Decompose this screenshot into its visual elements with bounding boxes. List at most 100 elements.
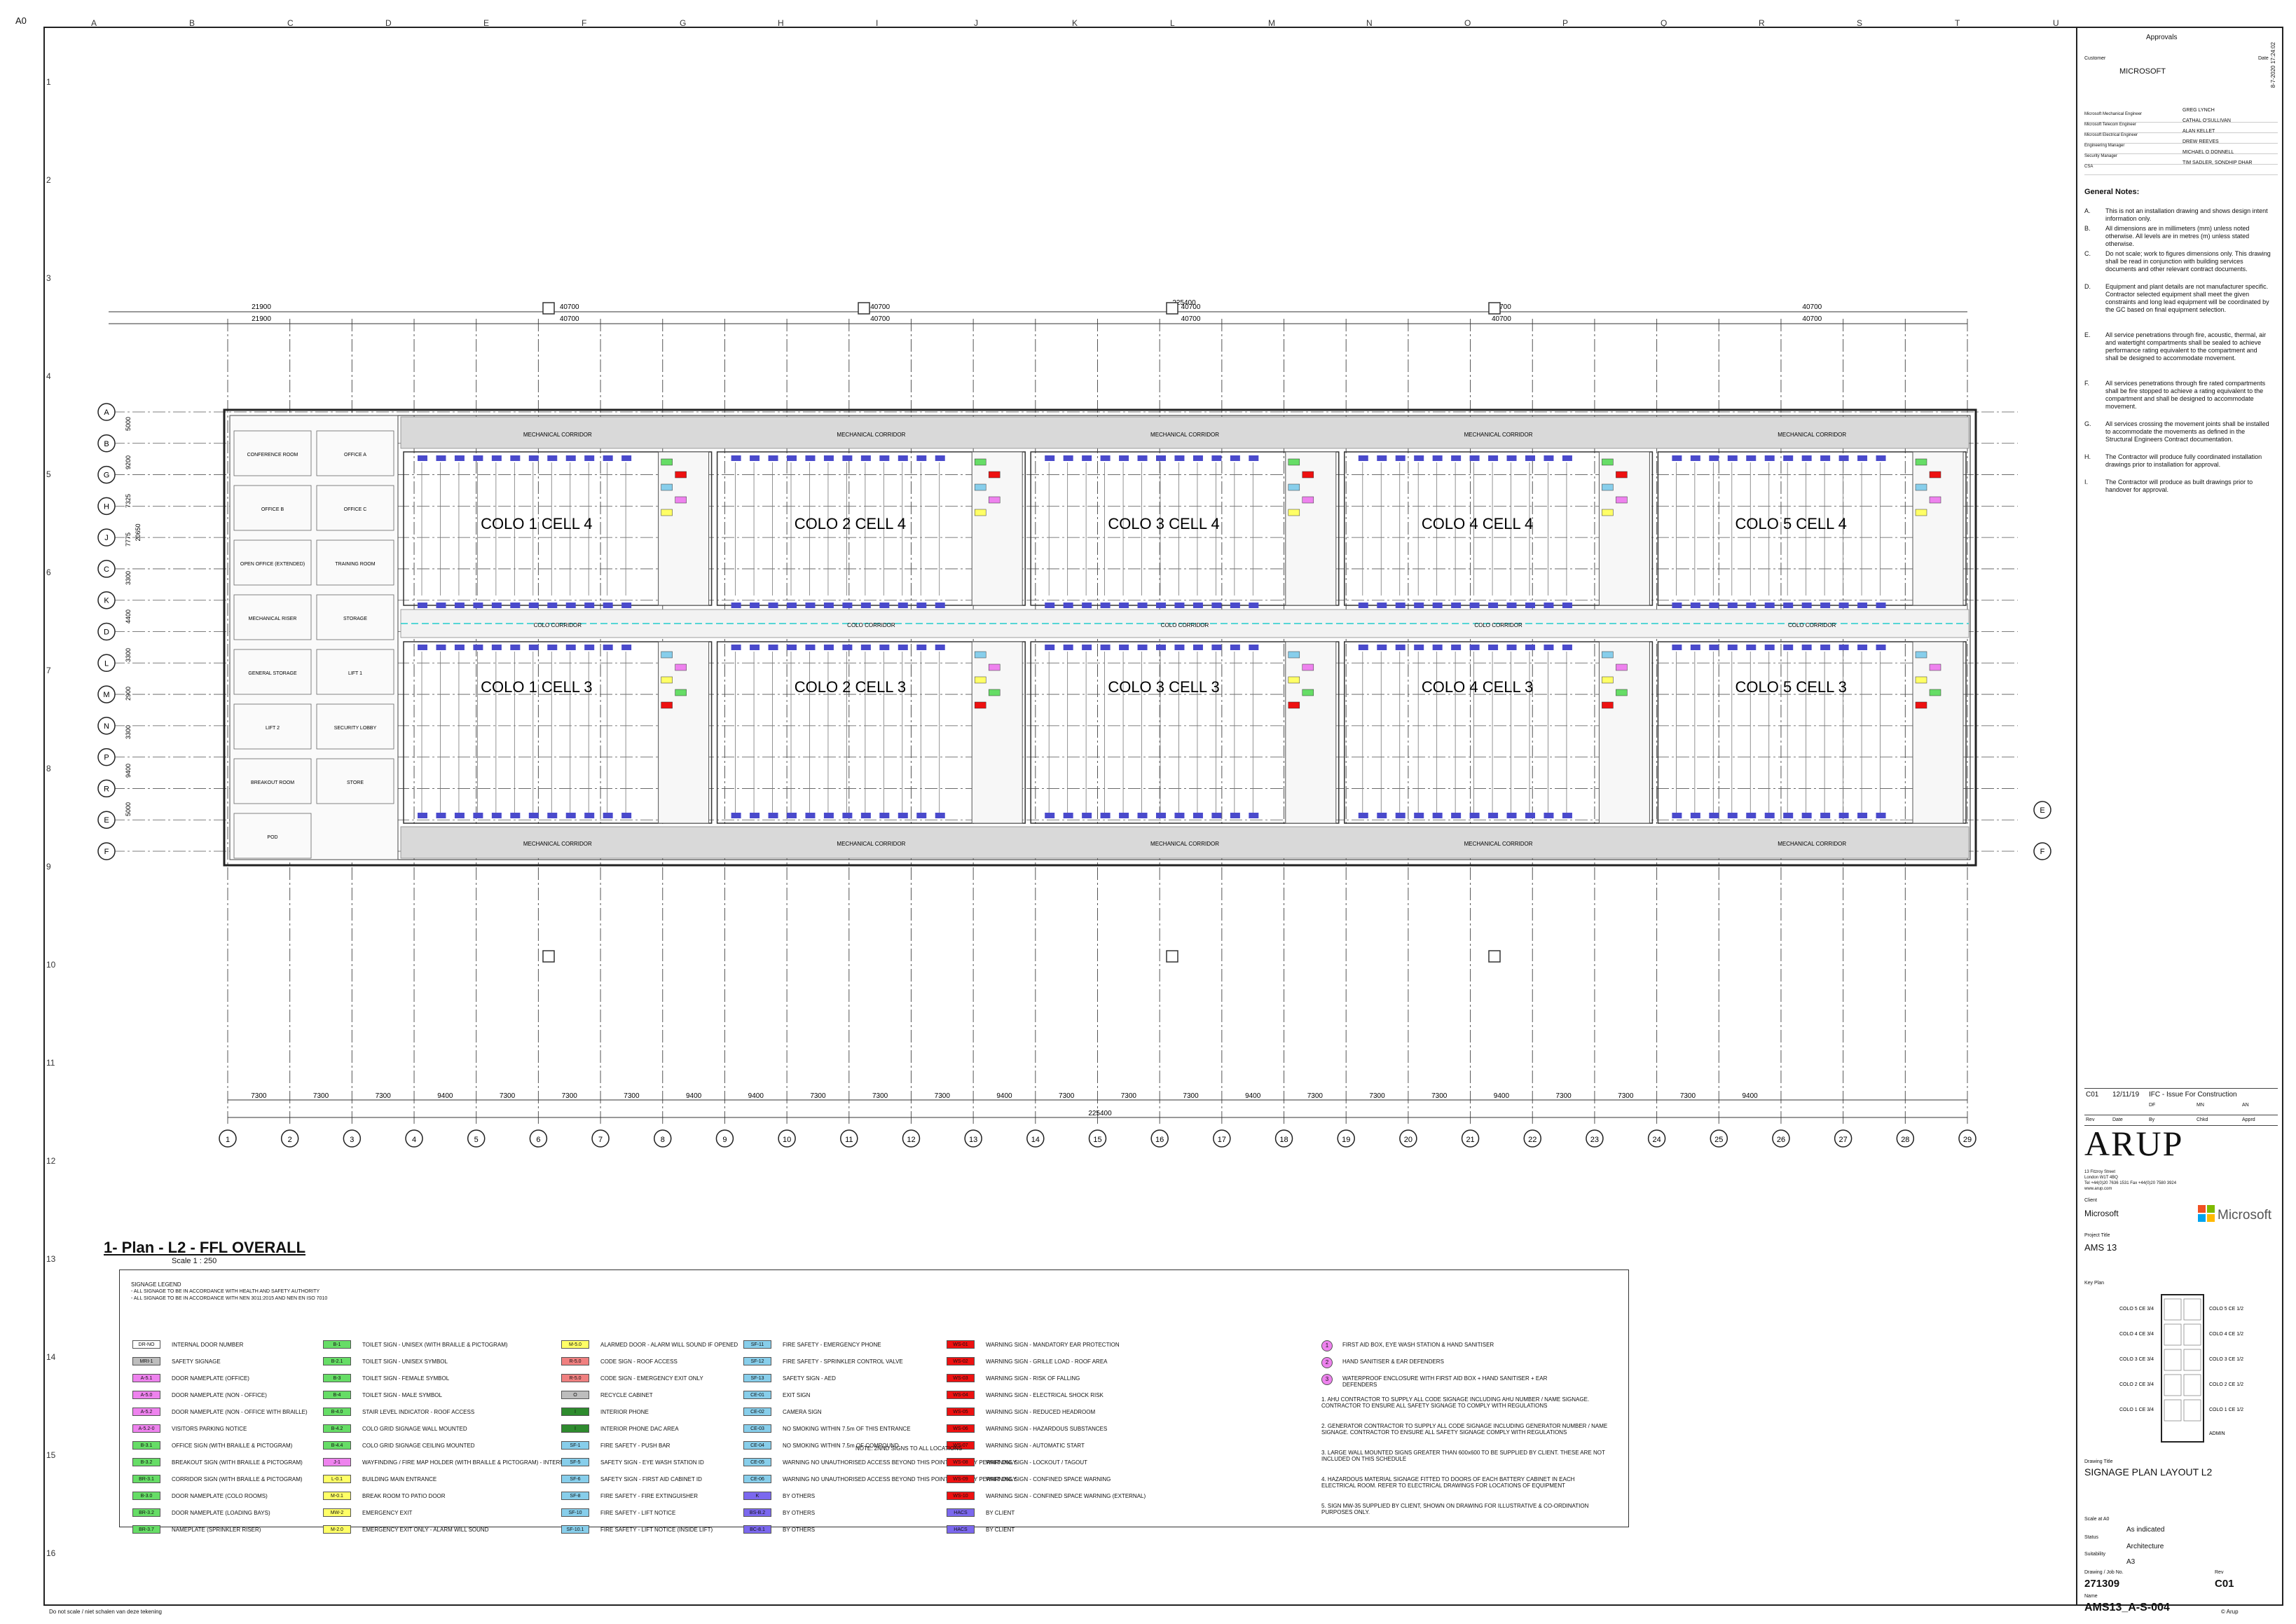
row-dimension: 4400 <box>125 610 132 624</box>
rack-sign-top <box>1820 455 1831 461</box>
rack-sign-top <box>1082 455 1092 461</box>
top-dimension: 40700 <box>1802 315 1822 323</box>
general-note-text: This is not an installation drawing and … <box>2105 207 2268 222</box>
legend-label: DOOR NAMEPLATE (OFFICE) <box>172 1375 249 1382</box>
admin-room-label: LIFT 2 <box>266 726 280 731</box>
sheet-row-number: 13 <box>46 1254 56 1264</box>
rack-sign <box>1451 645 1462 650</box>
legend-label: CAMERA SIGN <box>783 1409 822 1415</box>
rack-sign <box>1082 603 1092 608</box>
sign-marker <box>675 663 687 671</box>
legend-swatch: B-4.2 <box>323 1424 351 1433</box>
bottom-dimension: 9400 <box>1742 1092 1759 1100</box>
rack-sign <box>491 603 502 608</box>
rack-sign <box>584 645 595 650</box>
legend-label: WARNING SIGN - LOCKOUT / TAGOUT <box>986 1459 1088 1466</box>
grid-row-bubble <box>97 717 116 735</box>
revision-header: Chkd <box>2197 1117 2208 1122</box>
grid-row-bubble <box>97 779 116 798</box>
key-plan-admin-label: ADMIN <box>2209 1431 2225 1436</box>
rack-sign-bottom <box>823 813 834 818</box>
rack-sign <box>1801 603 1812 608</box>
sheet-row-number: 11 <box>46 1058 55 1068</box>
admin-room-label: BREAKOUT ROOM <box>251 780 294 785</box>
name-label: Name <box>2084 1594 2098 1599</box>
sheet-row-number: 10 <box>46 960 56 970</box>
rack-sign <box>510 603 521 608</box>
key-plan-label-left: COLO 4 CE 3/4 <box>2119 1332 2154 1337</box>
legend-swatch: SF-11 <box>743 1340 771 1349</box>
grid-column-label: 22 <box>1528 1136 1537 1144</box>
bottom-dimension: 7300 <box>810 1092 826 1100</box>
rack-sign-bottom <box>1414 813 1424 818</box>
admin-room-label: LIFT 1 <box>348 671 362 676</box>
row-dimension: 7775 <box>125 532 132 546</box>
grid-column-bubble <box>1399 1129 1417 1148</box>
legend-numbered-note: 4. HAZARDOUS MATERIAL SIGNAGE FITTED TO … <box>1321 1476 1575 1489</box>
grid-column-bubble <box>902 1129 921 1148</box>
admin-room <box>233 703 312 750</box>
rack-sign-top <box>1746 455 1757 461</box>
legend-swatch: CE-03 <box>743 1424 771 1433</box>
legend-label: BY OTHERS <box>783 1510 816 1516</box>
grid-row-bubble-right <box>2033 801 2051 819</box>
rack-sign <box>842 603 853 608</box>
rack-sign <box>565 603 576 608</box>
grid-column-label: 8 <box>661 1136 665 1144</box>
structural-column-marker <box>1166 302 1178 315</box>
title-block: Approvals Customer Date MICROSOFT Micros… <box>2076 27 2283 1613</box>
legend-swatch: B-1 <box>323 1340 351 1349</box>
legend-swatch: WS-06 <box>947 1424 975 1433</box>
legend-swatch: J-1 <box>323 1458 351 1466</box>
rack-sign-top <box>528 455 539 461</box>
mechanical-corridor-label: MECHANICAL CORRIDOR <box>1150 432 1219 438</box>
mechanical-corridor-label: MECHANICAL CORRIDOR <box>837 841 905 847</box>
legend-swatch: B-4.0 <box>323 1408 351 1416</box>
plan-title: 1- Plan - L2 - FFL OVERALL <box>104 1239 306 1256</box>
bottom-dimension: 7300 <box>872 1092 888 1100</box>
rack-sign-top <box>1544 455 1554 461</box>
legend-symbol-icon: 2 <box>1321 1357 1333 1368</box>
rack-sign <box>1562 603 1572 608</box>
sheet-column-letter: C <box>287 18 294 28</box>
approver-name: TIM SADLER, SONDHIP DHAR <box>2182 160 2253 165</box>
rack-sign-bottom <box>584 813 595 818</box>
admin-room-label: GENERAL STORAGE <box>248 671 297 676</box>
row-dimension: 9200 <box>125 455 132 469</box>
colo-cell-bottom <box>1030 641 1340 824</box>
sign-marker <box>675 496 687 504</box>
grid-row-label: M <box>103 691 109 699</box>
legend-label: TOILET SIGN - MALE SYMBOL <box>362 1392 442 1398</box>
rack-sign-bottom <box>418 813 427 818</box>
rack-sign <box>1137 645 1148 650</box>
colo-cell-label-bottom: COLO 5 CELL 3 <box>1735 678 1847 696</box>
sheet-column-letter: O <box>1464 18 1471 28</box>
rack-sign-top <box>1230 455 1240 461</box>
rack-sign <box>1082 645 1092 650</box>
rack-sign <box>1358 603 1368 608</box>
sheet-column-letter: M <box>1268 18 1275 28</box>
rack-sign <box>1119 645 1129 650</box>
grid-column-bubble <box>1647 1129 1666 1148</box>
admin-room-label: CONFERENCE ROOM <box>247 453 298 457</box>
key-plan-label-right: COLO 1 CE 1/2 <box>2209 1408 2243 1412</box>
colo-corridor-label: COLO CORRIDOR <box>1474 622 1522 628</box>
legend-swatch: B-4 <box>323 1391 351 1399</box>
plan-scale: Scale 1 : 250 <box>172 1257 217 1265</box>
rack-sign <box>1395 645 1405 650</box>
rack-sign-bottom <box>1727 813 1738 818</box>
rev-label: Rev <box>2215 1570 2224 1575</box>
revision-header: Apprd <box>2242 1117 2255 1122</box>
bottom-dimension: 7300 <box>1555 1092 1572 1100</box>
admin-room <box>233 485 312 531</box>
rack-sign-bottom <box>1451 813 1462 818</box>
colo-corridor-label: COLO CORRIDOR <box>534 622 582 628</box>
rack-sign-bottom <box>528 813 539 818</box>
legend-numbered-note: 1. AHU CONTRACTOR TO SUPPLY ALL CODE SIG… <box>1321 1396 1590 1409</box>
row-dimension: 3300 <box>125 571 132 585</box>
electrical-room <box>1912 641 1964 824</box>
sheet-column-letter: Q <box>1661 18 1668 28</box>
key-plan-cell <box>2164 1349 2182 1371</box>
general-note-key: A. <box>2084 207 2091 214</box>
legend-label: EMERGENCY EXIT <box>362 1510 413 1516</box>
